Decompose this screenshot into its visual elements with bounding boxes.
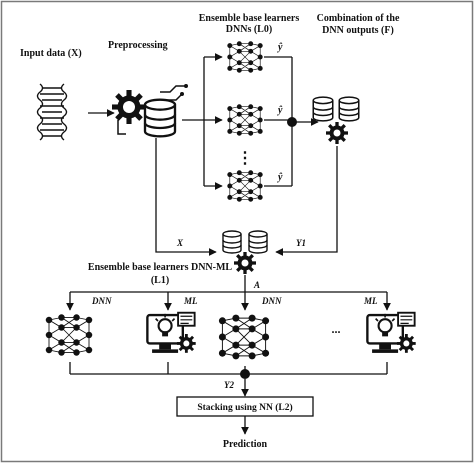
preprocessing-label: Preprocessing [108, 40, 168, 51]
input-data-label: Input data (X) [20, 48, 82, 59]
stacking-box-label: Stacking using NN (L2) [197, 402, 292, 413]
ensemble-l1-title-line1: Ensemble base learners DNN-ML [88, 262, 232, 273]
combination-title-line2: DNN outputs (F) [322, 25, 394, 36]
ensemble-l0-title-line1: Ensemble base learners [199, 13, 300, 24]
arrow-y1-path [275, 146, 338, 256]
prediction-label: Prediction [223, 439, 268, 450]
y2-label: Y2 [224, 380, 234, 390]
gear-database-icon [112, 84, 188, 138]
a-label: A [253, 280, 260, 290]
l1-branch-label-4: ML [363, 296, 378, 306]
l1-branch-label-2: ML [183, 296, 198, 306]
horizontal-ellipsis: ... [332, 322, 341, 336]
combination-title-line1: Combination of the [317, 13, 400, 24]
x-label: X [176, 238, 184, 248]
l1-branch-label-3: DNN [261, 296, 282, 306]
ensemble-l1-title-line2: (L1) [151, 275, 169, 286]
vertical-ellipsis: ⋮ [237, 150, 253, 167]
l1-branch-label-1: DNN [91, 296, 112, 306]
dnn-output-label-2: ŷ [277, 105, 283, 116]
ensemble-l0-title-line2: DNNs (L0) [226, 24, 272, 35]
arrow-x-path [155, 138, 217, 256]
dnn-output-label-3: ŷ [277, 172, 283, 183]
collect-node [240, 369, 250, 379]
dna-helix-icon [36, 83, 68, 141]
dnn-output-label-1: ŷ [277, 42, 283, 53]
y1-label: Y1 [296, 238, 306, 248]
